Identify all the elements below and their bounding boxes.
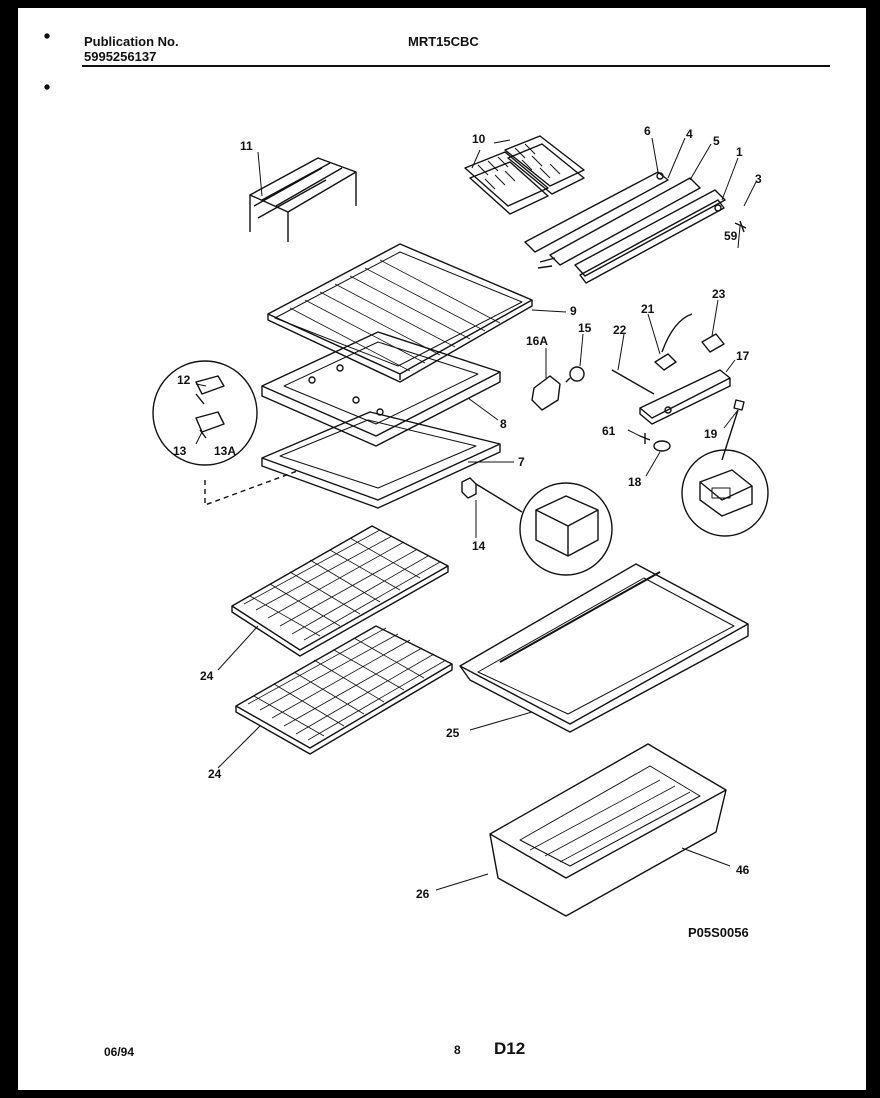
part-wire-shelf-upper xyxy=(231,525,449,657)
callout-13: 13 xyxy=(173,444,187,458)
part-crisper-cover xyxy=(459,563,749,733)
footer-page-number: 8 xyxy=(454,1043,461,1057)
footer-section: D12 xyxy=(494,1039,526,1058)
callout-24-upper: 24 xyxy=(200,669,214,683)
part-shelf-rails xyxy=(524,171,747,284)
callout-26: 26 xyxy=(416,887,430,901)
callout-9: 9 xyxy=(570,304,577,318)
detail-circle-shelf-supports xyxy=(152,360,301,506)
callout-17: 17 xyxy=(736,349,750,363)
part-shelf-cover xyxy=(261,411,501,509)
figure-code: P05S0056 xyxy=(688,925,749,940)
parts-sheet xyxy=(18,8,866,1090)
callout-21: 21 xyxy=(641,302,655,316)
part-damper-and-detail xyxy=(461,477,613,576)
part-glass-shelf-top xyxy=(267,243,533,383)
screw xyxy=(734,220,747,233)
callout-16a: 16A xyxy=(526,334,549,348)
footer-date: 06/94 xyxy=(104,1045,135,1059)
callout-10: 10 xyxy=(472,132,486,146)
model-number: MRT15CBC xyxy=(408,34,479,49)
callout-1: 1 xyxy=(736,145,743,159)
callout-23: 23 xyxy=(712,287,726,301)
callout-12: 12 xyxy=(177,373,191,387)
part-ice-trays xyxy=(464,135,585,215)
callout-46: 46 xyxy=(736,863,750,877)
detail-circle-switch xyxy=(681,449,769,537)
callout-6: 6 xyxy=(644,124,651,138)
callout-15: 15 xyxy=(578,321,592,335)
margin-dot xyxy=(44,84,50,90)
part-knob-fasteners xyxy=(639,399,769,537)
callout-13a: 13A xyxy=(214,444,237,458)
callout-3: 3 xyxy=(755,172,762,186)
callout-25: 25 xyxy=(446,726,460,740)
part-wine-rack xyxy=(249,157,357,242)
publication-number: 5995256137 xyxy=(84,49,157,64)
callout-19: 19 xyxy=(704,427,718,441)
callout-24-lower: 24 xyxy=(208,767,222,781)
callout-61: 61 xyxy=(602,424,616,438)
callout-59: 59 xyxy=(724,229,738,243)
callout-7: 7 xyxy=(518,455,525,469)
part-controls xyxy=(611,313,731,425)
part-crisper-drawer xyxy=(489,743,727,917)
callout-14: 14 xyxy=(472,539,486,553)
part-light-socket xyxy=(531,366,585,411)
callout-11: 11 xyxy=(240,139,253,153)
leader-lines xyxy=(195,137,757,891)
callout-18: 18 xyxy=(628,475,642,489)
callout-4: 4 xyxy=(686,127,693,141)
part-wire-shelf-lower xyxy=(235,625,453,755)
margin-dot xyxy=(44,33,50,39)
callout-8: 8 xyxy=(500,417,507,431)
part-shelf-frame xyxy=(261,331,501,447)
publication-label: Publication No. xyxy=(84,34,179,49)
callout-22: 22 xyxy=(613,323,627,337)
callout-5: 5 xyxy=(713,134,720,148)
